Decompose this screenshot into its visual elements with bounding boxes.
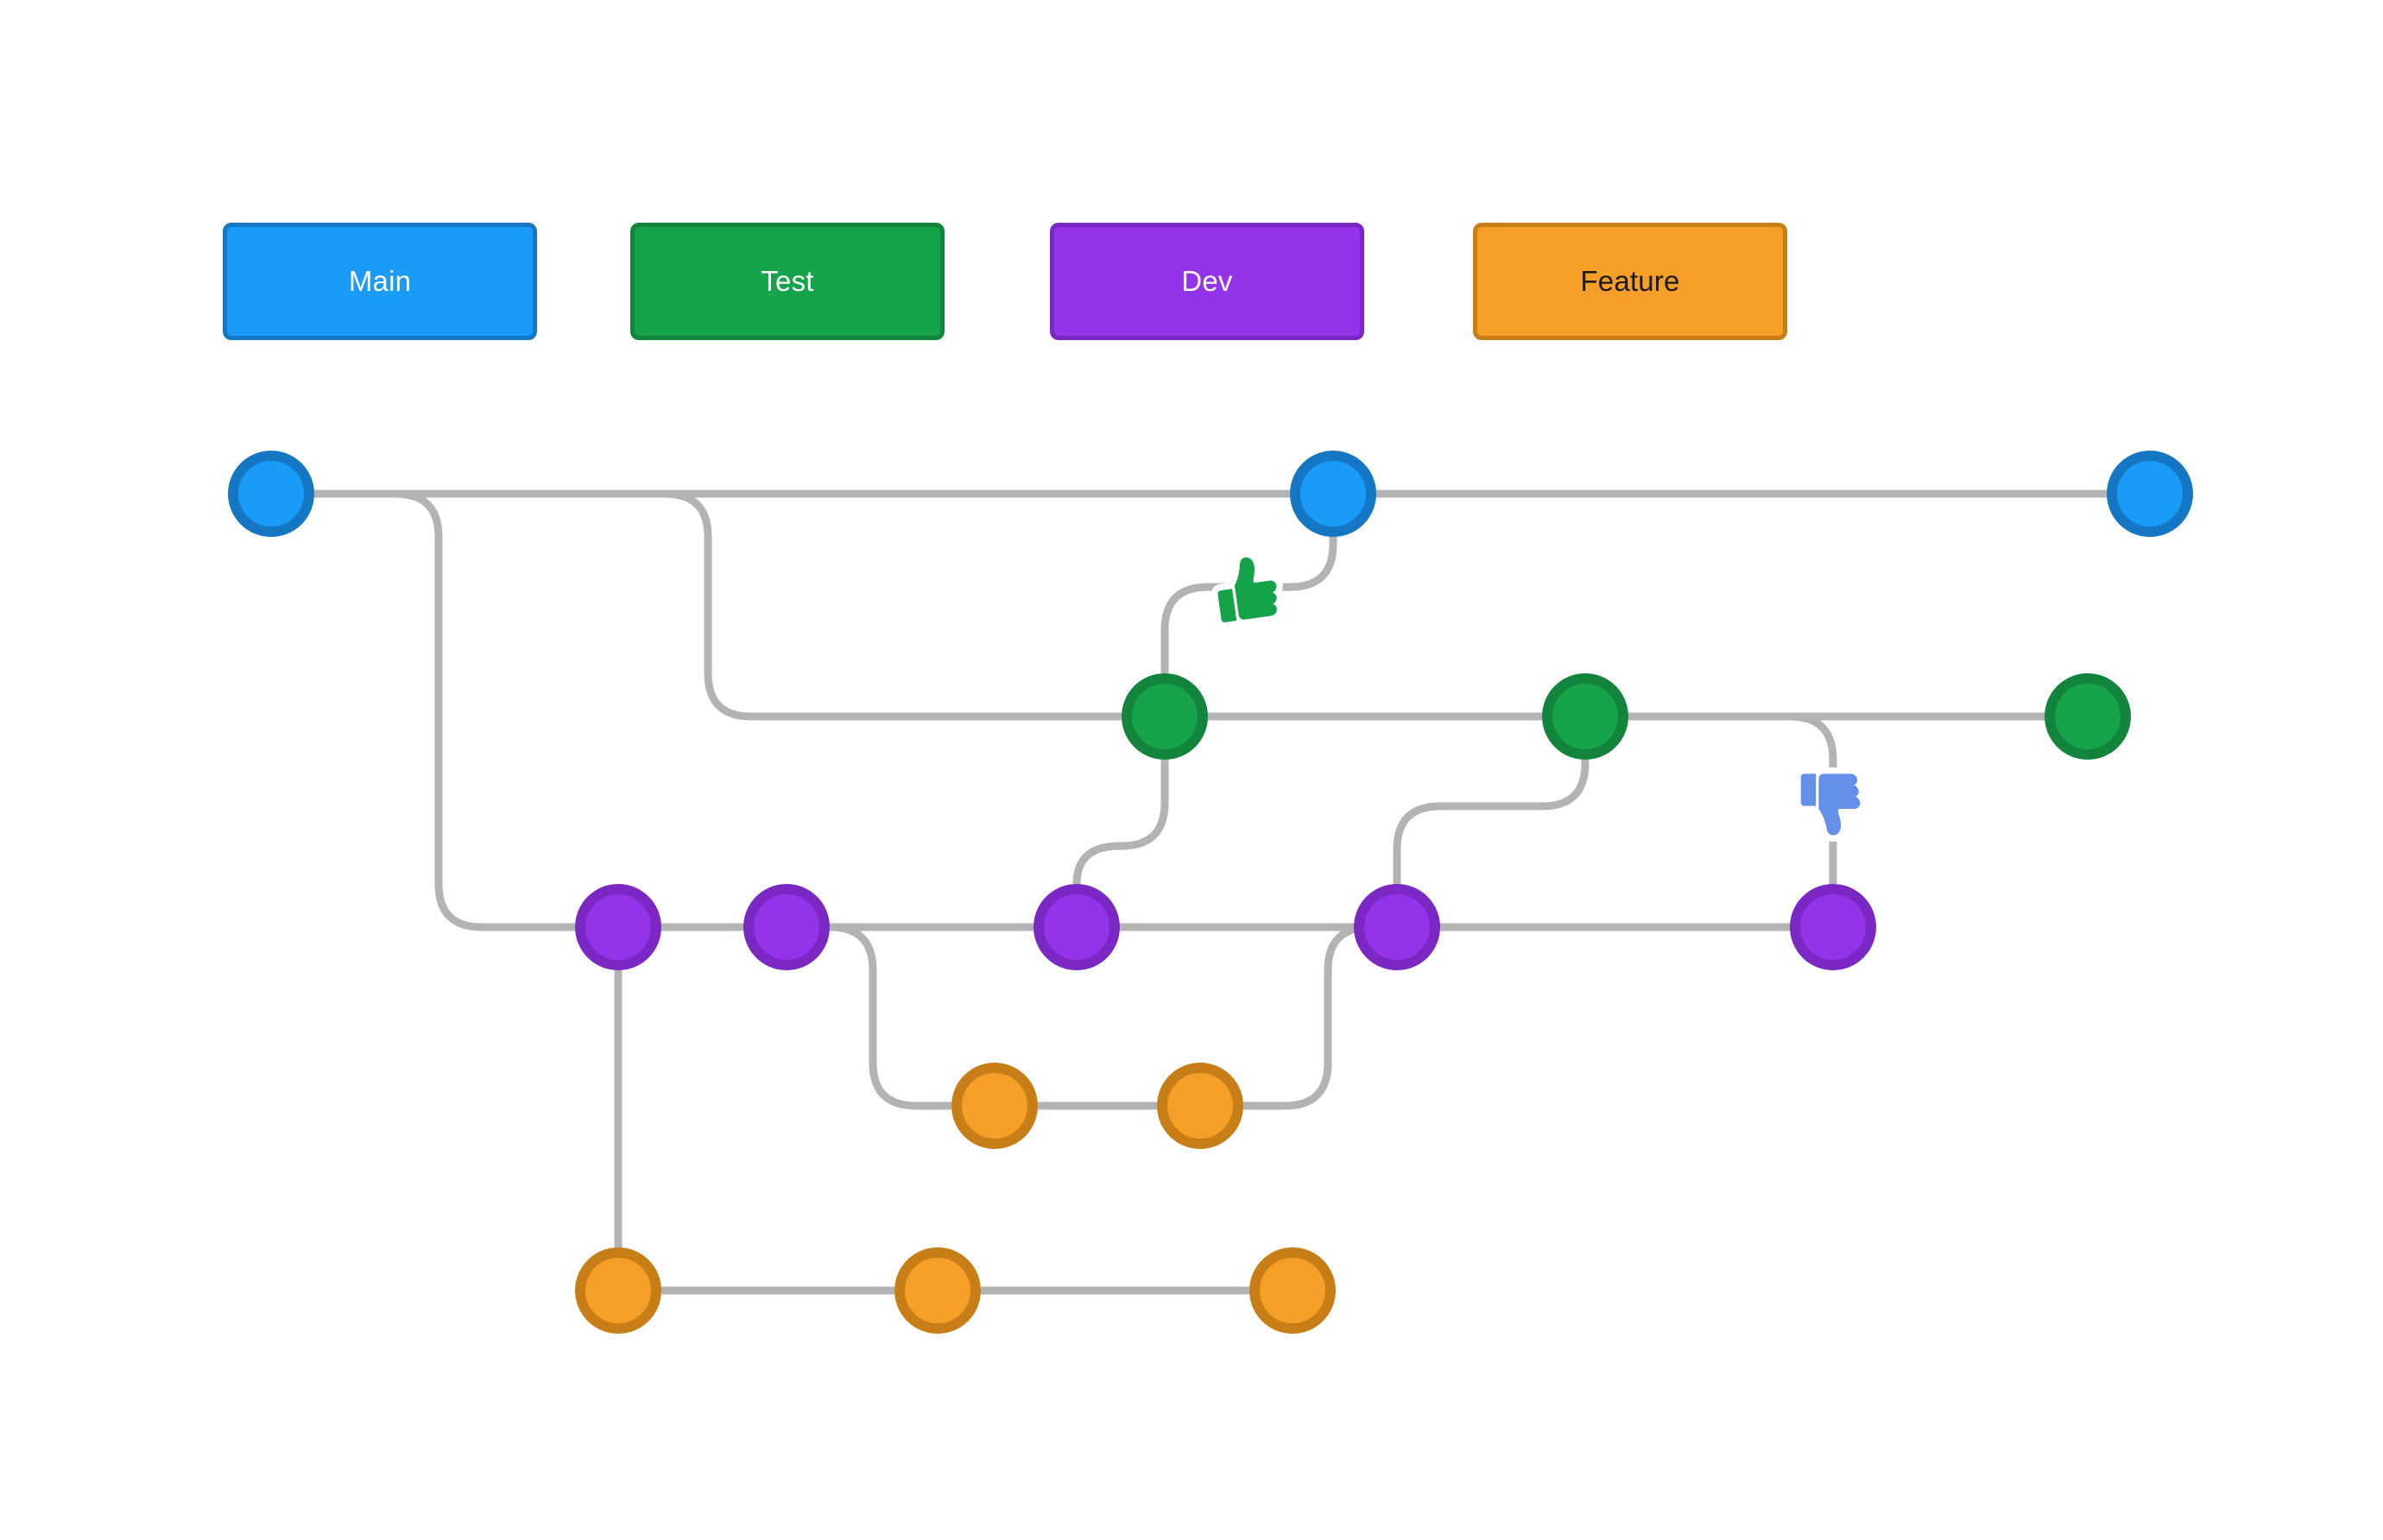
node-dev-5[interactable]	[1790, 884, 1876, 970]
node-test-2[interactable]	[1542, 673, 1628, 760]
edge-dev-2-to-feature-1	[829, 923, 951, 1110]
edge-dev-4-to-test-2	[1393, 760, 1590, 884]
node-feature-3[interactable]	[575, 1247, 661, 1334]
badge-fill	[1217, 557, 1277, 622]
node-dev-3[interactable]	[1033, 884, 1120, 970]
node-test-1[interactable]	[1122, 673, 1208, 760]
nodes-layer	[228, 451, 2193, 1334]
node-test-3[interactable]	[2045, 673, 2131, 760]
thumbs-up-icon	[1203, 541, 1296, 634]
node-main-3[interactable]	[2107, 451, 2193, 537]
edge-test-branch-to-dev-5	[1789, 712, 1837, 884]
node-feature-5[interactable]	[1249, 1247, 1336, 1334]
node-dev-4[interactable]	[1354, 884, 1440, 970]
node-dev-1[interactable]	[575, 884, 661, 970]
edge-test-1-to-dev-3	[1072, 760, 1169, 885]
node-feature-2[interactable]	[1157, 1063, 1243, 1149]
edge-main-branch-to-test	[664, 489, 1122, 721]
thumbs-down-icon	[1792, 763, 1874, 846]
node-feature-4[interactable]	[894, 1247, 981, 1334]
thumbs-up-icon-glyph	[1210, 551, 1284, 629]
thumbs-down-icon-glyph	[1794, 767, 1867, 843]
edges-layer	[314, 489, 2107, 1295]
node-dev-2[interactable]	[743, 884, 830, 970]
node-feature-1[interactable]	[951, 1063, 1038, 1149]
edge-main-branch-to-dev	[314, 489, 575, 931]
badge-fill	[1800, 773, 1861, 836]
node-main-1[interactable]	[228, 451, 314, 537]
edge-feature-2-to-dev-4	[1243, 923, 1372, 1110]
node-main-2[interactable]	[1290, 451, 1376, 537]
